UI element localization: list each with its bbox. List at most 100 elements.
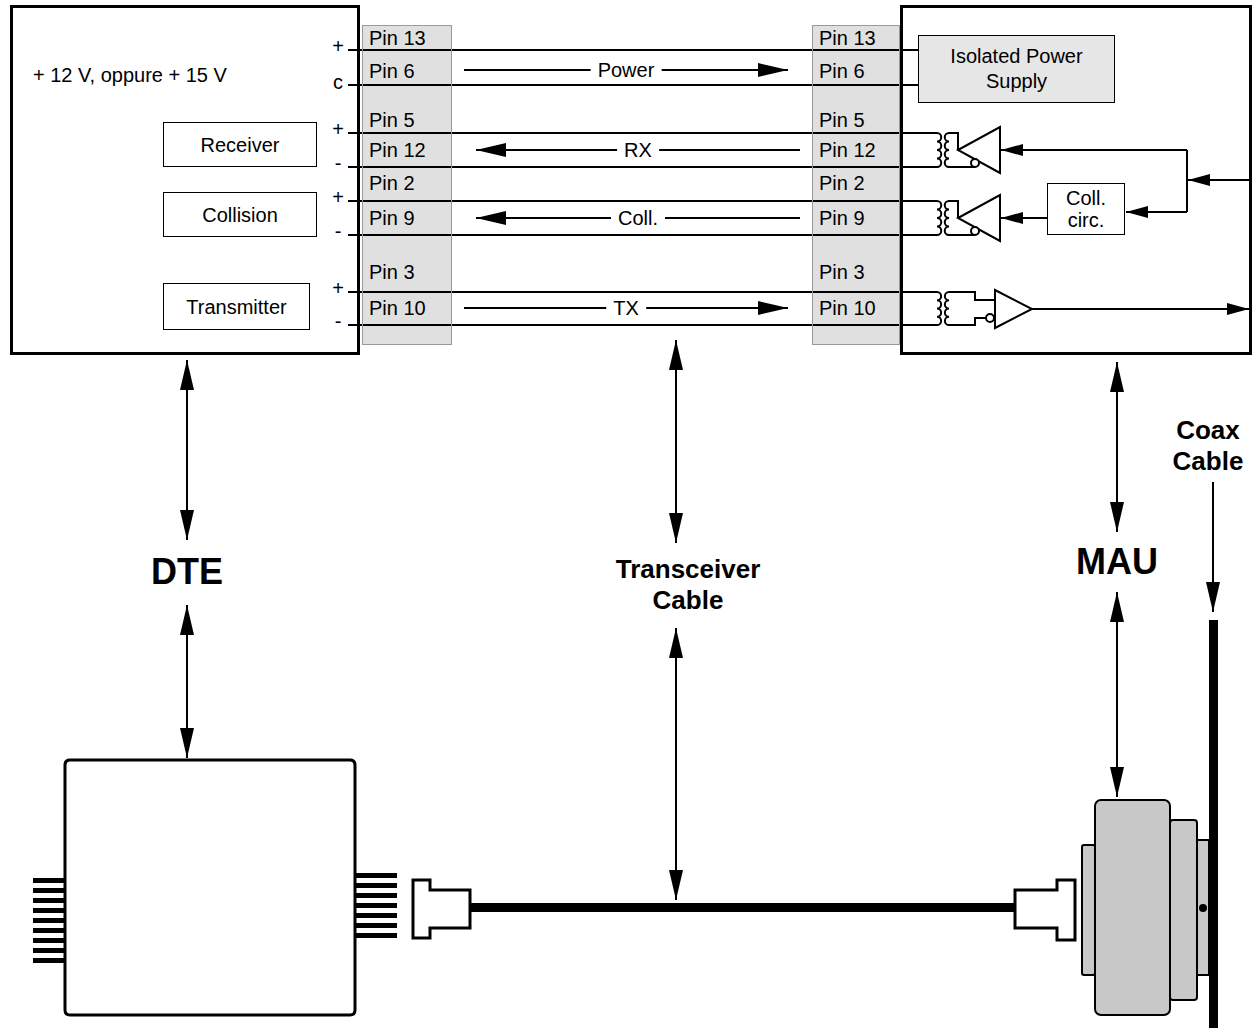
signal-name: Power [591,59,662,81]
box-label: Transmitter [186,295,286,319]
wire-segment [363,324,451,326]
signal-name: Coll. [611,207,665,229]
wire [900,49,918,51]
wire [452,200,812,202]
inverter-dot [971,159,979,167]
pin-name: Pin 9 [369,207,415,229]
wire [900,291,937,293]
leader-arrow [675,340,677,543]
amplifier-symbol [958,195,1000,241]
contact [33,908,65,913]
pin-name: Pin 2 [369,172,415,194]
connector-contacts [33,873,397,963]
polarity-sign: - [335,152,342,174]
contact [33,948,65,953]
transformer-coil [945,133,949,167]
polarity-sign: + [332,277,344,299]
wire-segment [813,166,899,168]
contact [355,913,397,918]
wire-segment [363,166,451,168]
cable-plug [1015,880,1075,940]
transmitter-box: Transmitter [163,283,310,330]
transceiver-cable [470,903,1015,912]
wire [949,201,958,218]
polarity-sign: + [332,186,344,208]
wire [949,318,986,325]
wire [949,166,975,168]
part-name: Transceiver Cable [598,554,778,616]
wire-segment [813,84,899,86]
contact [33,878,65,883]
contact [33,958,65,963]
wire-segment [363,291,451,293]
wire [452,49,812,51]
leader-arrow [1116,592,1118,797]
pin-name: Pin 3 [369,261,415,283]
pin-name: Pin 5 [819,109,865,131]
contact [355,893,397,898]
connector-pins: Pin 13Pin 6Pin 5Pin 12Pin 2Pin 9Pin 3Pin… [812,25,900,345]
wire [949,133,958,150]
transformer-coil [945,292,949,325]
wire [452,84,812,86]
inverter-dot [986,314,994,322]
wire [900,84,918,86]
mau-clamp [1197,840,1209,975]
pin-name: Pin 6 [819,60,865,82]
wire-segment [813,132,899,134]
contact [33,888,65,893]
polarity-sign: - [335,220,342,242]
dte-device [33,760,397,1015]
wire [452,132,812,134]
supply-voltage: + 12 V, oppure + 15 V [33,63,227,87]
pin-name: Pin 9 [819,207,865,229]
polarity-sign: c [333,71,343,93]
pin-name: Pin 2 [819,172,865,194]
tap-screw [1199,904,1207,912]
dte-box: + 12 V, oppure + 15 V ReceiverCollisionTr… [10,5,360,355]
receiver-box: Receiver [163,122,317,167]
pin-name: Pin 3 [819,261,865,283]
polarity-sign: - [335,310,342,332]
amplifier-symbol [995,290,1032,328]
wire-segment [813,234,899,236]
signal-arrow [1001,149,1187,151]
pin-name: Pin 12 [369,139,426,161]
coax-cable [1209,620,1218,1028]
pin-name: Pin 12 [819,139,876,161]
polarity-sign: + [332,35,344,57]
collision-circuit-box: Coll. circ. [1047,183,1125,235]
wire [949,234,975,236]
connector-pins: Pin 13Pin 6Pin 5Pin 12Pin 2Pin 9Pin 3Pin… [362,25,452,345]
pin-name: Pin 10 [369,297,426,319]
pin-name: Pin 10 [819,297,876,319]
box-label: Receiver [201,133,280,157]
part-name: MAU [1076,541,1158,582]
contact [33,918,65,923]
contact [355,873,397,878]
leader-arrow [186,605,188,758]
wire [900,234,937,236]
pin-name: Pin 13 [369,27,426,49]
wire-segment [363,234,451,236]
signal-name: RX [617,139,659,161]
box-label: Coll. circ. [1052,187,1120,231]
wire-segment [813,200,899,202]
wire-segment [363,200,451,202]
transformer-coil [937,201,941,235]
leader-arrow [1212,482,1214,612]
collision-box: Collision [163,192,317,237]
transformer-coil [937,133,941,167]
transformer-coil [945,201,949,235]
wire [452,291,812,293]
transformer-coil [937,292,941,325]
wire-segment [813,49,899,51]
mau-housing [1095,800,1170,1015]
part-name: Coax Cable [1162,415,1254,477]
wire [900,324,937,326]
wire-segment [813,291,899,293]
amplifier-symbol [958,127,1000,173]
wire-segment [363,49,451,51]
wire-segment [813,324,899,326]
